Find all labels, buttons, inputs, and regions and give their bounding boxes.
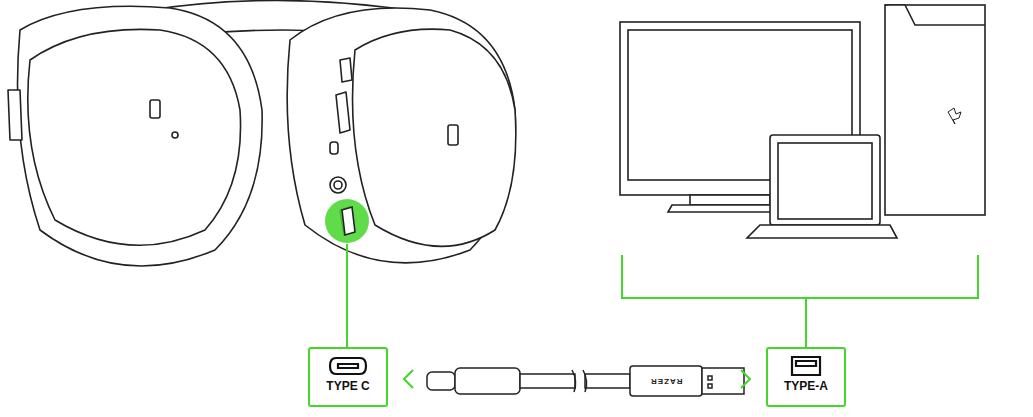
brand-text: RAZER [650, 377, 683, 385]
cable-connector [404, 370, 750, 388]
port-icon [786, 355, 826, 377]
port-label: TYPE C [310, 379, 386, 393]
port-icon [328, 355, 368, 377]
usb-cable [427, 366, 744, 396]
port-box: TYPE C [308, 347, 388, 407]
headset [8, 0, 516, 266]
devices [620, 5, 985, 238]
port-label: TYPE-A [768, 379, 844, 393]
port-box: TYPE-A [766, 347, 846, 407]
